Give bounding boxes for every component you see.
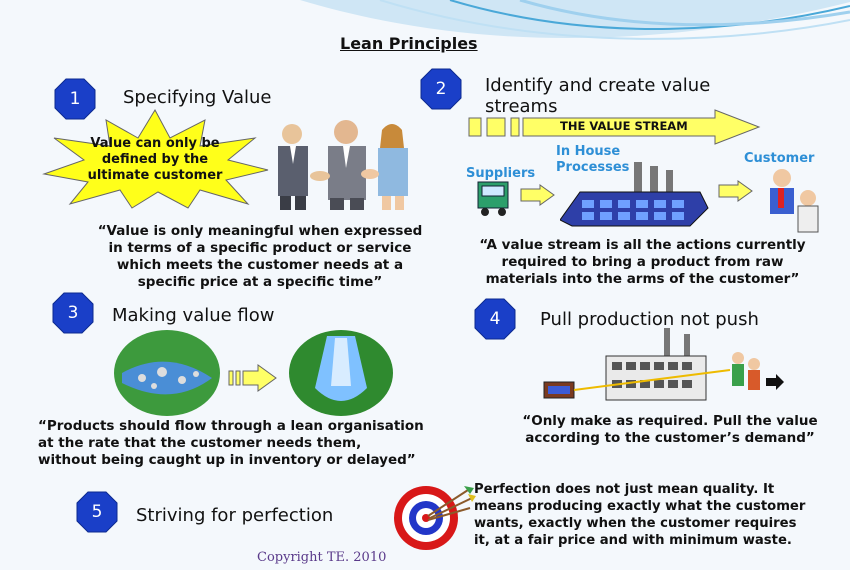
section-5-heading: Striving for perfection [136, 505, 334, 526]
rocky-river-illustration [114, 330, 220, 416]
section-1-heading: Specifying Value [123, 87, 272, 108]
quote-line: without being caught up in inventory or … [38, 452, 416, 468]
starburst-line: ultimate customer [87, 168, 223, 183]
pull-production-illustration [543, 328, 784, 401]
quote-line: which meets the customer needs at a [116, 257, 404, 273]
target-icon [394, 486, 476, 550]
section-5-badge: 5 [76, 491, 118, 533]
in-house-label: In House Processes [556, 144, 629, 176]
quote-line: specific price at a specific time” [137, 274, 383, 290]
section-4-quote: “Only make as required. Pull the value a… [505, 413, 835, 447]
label-line: In House [556, 144, 621, 159]
flow-arrow-icon [228, 364, 277, 392]
page-title: Lean Principles [340, 34, 478, 53]
section-3-badge: 3 [52, 292, 94, 334]
section-3-quote: “Products should flow through a lean org… [38, 418, 458, 469]
section-3-heading: Making value flow [112, 305, 275, 326]
section-2-badge: 2 [420, 68, 462, 110]
quote-line: in terms of a specific product or servic… [108, 240, 412, 256]
value-stream-label: THE VALUE STREAM [560, 119, 688, 133]
flow-arrow-icon [718, 180, 753, 202]
heading-line: Identify and create value [485, 75, 711, 96]
truck-icon [477, 181, 509, 216]
quote-line: required to bring a product from raw [501, 254, 784, 270]
customer-label: Customer [744, 151, 815, 166]
starburst-line: Value can only be [90, 136, 220, 151]
suppliers-label: Suppliers [466, 166, 536, 181]
waterfall-illustration [289, 330, 393, 416]
text-line: Perfection does not just mean quality. I… [474, 482, 775, 497]
quote-line: at the rate that the customer needs them… [38, 435, 362, 451]
section-1-quote: “Value is only meaningful when expressed… [60, 223, 460, 291]
flow-arrow-icon [520, 184, 555, 206]
quote-line: “A value stream is all the actions curre… [479, 237, 806, 253]
factory-icon [560, 162, 709, 227]
text-line: wants, exactly when the customer require… [474, 516, 797, 531]
handshake-people-illustration [278, 120, 408, 210]
section-4-heading: Pull production not push [540, 309, 759, 330]
copyright-text: Copyright TE. 2010 [257, 550, 387, 565]
value-starburst [42, 108, 269, 209]
section-2-quote: “A value stream is all the actions curre… [450, 237, 835, 288]
heading-line: streams [485, 96, 558, 117]
text-line: means producing exactly what the custome… [474, 499, 806, 514]
background-swoosh [300, 0, 850, 40]
starburst-text: Value can only be defined by the ultimat… [70, 136, 240, 184]
section-4-badge: 4 [474, 298, 516, 340]
quote-line: “Only make as required. Pull the value [522, 413, 818, 429]
quote-line: “Products should flow through a lean org… [38, 418, 424, 434]
quote-line: materials into the arms of the customer” [485, 271, 800, 287]
quote-line: according to the customer’s demand” [525, 430, 815, 446]
section-1-badge: 1 [54, 78, 96, 120]
text-line: it, at a fair price and with minimum was… [474, 533, 792, 548]
section-5-text: Perfection does not just mean quality. I… [474, 481, 844, 549]
value-stream-arrow [468, 109, 761, 145]
section-2-heading: Identify and create value streams [485, 75, 710, 117]
customer-people-icon [770, 169, 819, 233]
label-line: Processes [556, 160, 630, 175]
starburst-line: defined by the [101, 152, 209, 167]
quote-line: “Value is only meaningful when expressed [97, 223, 423, 239]
